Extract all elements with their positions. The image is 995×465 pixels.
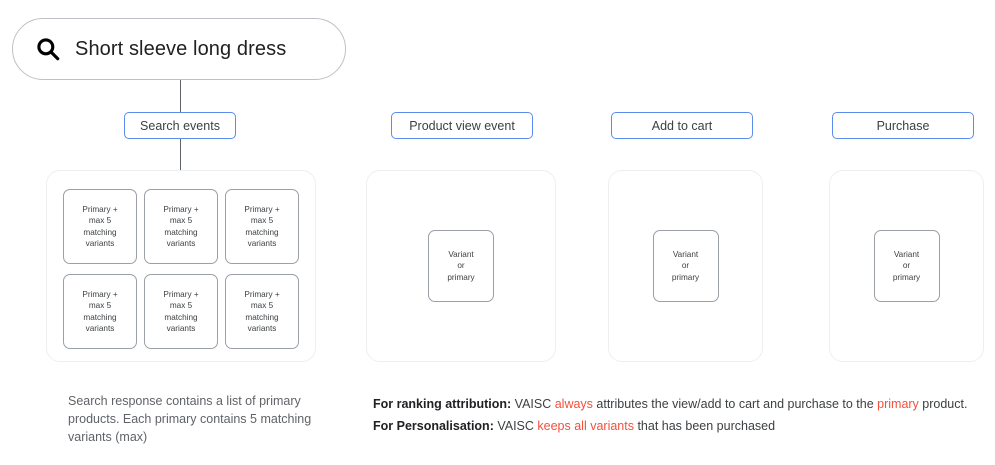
card-line: matching [83,312,117,322]
card-line: or [457,261,465,271]
note-text: VAISC [511,397,555,411]
primary-variant-card[interactable]: Primary + max 5 matching variants [225,189,299,264]
chip-label: Add to cart [651,118,713,133]
chip-label: Purchase [876,118,930,133]
card-line: variants [247,324,277,333]
primary-variant-card[interactable]: Primary + max 5 matching variants [225,274,299,349]
card-line: Variant [893,249,920,259]
card-line: Variant [448,249,474,259]
chip-purchase[interactable]: Purchase [832,112,974,139]
card-line: max 5 [88,216,112,225]
note-text: that has been purchased [633,419,776,433]
connector-line-top [180,80,182,113]
card-line: variants [166,239,196,248]
note-text: VAISC [493,419,538,433]
variant-or-primary-card[interactable]: Variant or primary [428,230,494,302]
card-line: Variant [672,249,699,259]
panel-add-to-cart: Variant or primary [608,170,763,362]
note-highlight: keeps all variants [537,419,634,433]
card-line: max 5 [250,301,274,310]
card-line: max 5 [169,301,193,310]
search-bar[interactable]: Short sleeve long dress [12,18,346,80]
note-personalisation: For Personalisation: VAISC keeps all var… [373,415,985,437]
card-line: or [902,261,911,271]
note-text: product. [918,397,968,411]
card-line: variants [85,239,115,248]
caption-search-response: Search response contains a list of prima… [68,394,312,444]
card-line: matching [164,227,198,237]
note-highlight: always [554,397,593,411]
search-icon [37,38,60,61]
card-line: Primary + [163,289,199,299]
card-line: variants [85,324,115,333]
note-prefix: For Personalisation: [373,419,494,433]
panel-purchase: Variant or primary [829,170,984,362]
card-line: max 5 [250,216,274,225]
card-line: primary [447,272,475,282]
card-line: or [681,261,690,271]
variant-grid: Primary + max 5 matching variants Primar… [63,189,299,349]
primary-variant-card[interactable]: Primary + max 5 matching variants [63,274,137,349]
primary-variant-card[interactable]: Primary + max 5 matching variants [63,189,137,264]
card-line: matching [83,227,117,237]
card-line: matching [245,227,279,237]
card-line: variants [166,324,196,333]
panel-search-events: Primary + max 5 matching variants Primar… [46,170,316,362]
primary-variant-card[interactable]: Primary + max 5 matching variants [144,274,218,349]
search-query-text: Short sleeve long dress [75,37,287,60]
note-ranking-attribution: For ranking attribution: VAISC always at… [373,393,985,415]
note-highlight: primary [877,397,919,411]
card-line: matching [245,312,279,322]
note-prefix: For ranking attribution: [373,397,512,411]
card-line: max 5 [88,301,112,310]
card-line: matching [164,312,198,322]
variant-or-primary-card[interactable]: Variant or primary [652,230,719,302]
card-line: Primary + [244,204,280,214]
card-line: max 5 [169,216,193,225]
card-line: Primary + [244,289,280,299]
chip-search-events[interactable]: Search events [124,112,236,139]
chip-product-view-event[interactable]: Product view event [391,112,533,139]
annotation-notes: For ranking attribution: VAISC always at… [373,393,985,437]
chip-add-to-cart[interactable]: Add to cart [611,112,753,139]
note-text: attributes the view/add to cart and purc… [592,397,878,411]
chip-label: Search events [140,118,220,133]
primary-variant-card[interactable]: Primary + max 5 matching variants [144,189,218,264]
card-line: primary [671,272,700,282]
variant-or-primary-card[interactable]: Variant or primary [873,230,940,302]
card-line: variants [247,239,277,248]
card-line: Primary + [82,204,118,214]
card-line: Primary + [163,204,199,214]
panel-product-view-event: Variant or primary [366,170,556,362]
card-line: primary [892,272,921,282]
chip-label: Product view event [409,118,515,133]
connector-line-bottom [180,139,182,172]
card-line: Primary + [82,289,118,299]
